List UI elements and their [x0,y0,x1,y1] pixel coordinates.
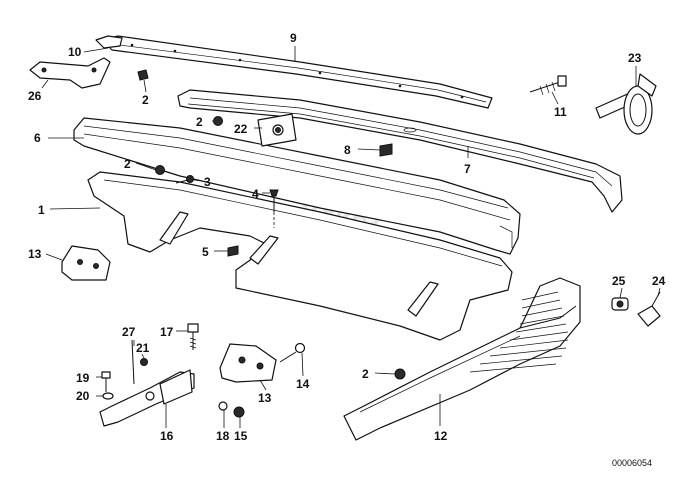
part-2-nut-mid [213,116,223,126]
part-27-stud [131,339,135,385]
label-24: 24 [652,274,666,288]
label-25: 25 [612,274,626,288]
label-12: 12 [434,429,448,443]
part-15-nut [233,406,245,418]
label-8: 8 [344,143,351,157]
part-21-nut [140,358,148,366]
part-25-grommet [611,297,629,311]
label-6: 6 [34,131,41,145]
label-2-left: 2 [124,157,131,171]
label-17: 17 [160,325,174,339]
drawing-code: 00006054 [612,458,652,468]
label-4: 4 [252,187,259,201]
label-18: 18 [216,429,230,443]
part-9-trim-strip [101,35,493,109]
label-27: 27 [122,325,136,339]
part-12-side-panel [343,277,581,441]
part-26-bracket [29,57,111,89]
part-19-bolt [101,371,111,392]
label-13-right: 13 [258,391,272,405]
callout-labels: 9 10 26 2 23 11 6 2 22 8 7 2 3 4 1 5 13 … [28,31,666,443]
part-23-tow-hook [595,73,657,135]
part-2-nut-lower [394,368,406,380]
part-11-bolt [529,75,567,96]
label-10: 10 [68,45,82,59]
label-23: 23 [628,51,642,65]
part-24-plug [637,291,661,327]
part-3-screw [175,175,194,184]
part-8-clip [379,143,393,157]
label-15: 15 [234,429,248,443]
part-4-screw [269,189,279,228]
label-3: 3 [204,175,211,189]
part-17-bolt [187,323,199,350]
label-14: 14 [296,377,310,391]
part-13-mount-right [219,343,277,383]
part-6-bumper-bar [73,117,521,255]
label-7: 7 [464,162,471,176]
part-2-nut-left [155,165,165,175]
label-5: 5 [202,245,209,259]
label-2-top: 2 [142,93,149,107]
part-18-nut [218,401,228,411]
label-20: 20 [76,389,90,403]
part-13-mount-left [61,245,111,281]
part-16-bracket-arm [99,369,195,427]
part-22-bracket [257,113,297,147]
part-10-strip-end [95,35,123,49]
part-7-bumper-shell [177,89,623,213]
label-13-left: 13 [28,247,42,261]
label-22: 22 [234,122,248,136]
label-21: 21 [136,341,150,355]
label-26: 26 [28,89,42,103]
label-2-mid: 2 [196,115,203,129]
part-5-clip [227,245,239,257]
label-16: 16 [160,429,174,443]
leader-lines [41,46,661,428]
label-11: 11 [554,105,567,119]
label-19: 19 [76,371,90,385]
part-20-washer [102,392,114,400]
part-2-clip-top [137,69,149,81]
label-9: 9 [290,31,297,45]
part-14-bolt [279,342,306,363]
label-2-lower: 2 [362,367,369,381]
label-1: 1 [38,203,45,217]
part-1-lower-panel [87,171,513,341]
